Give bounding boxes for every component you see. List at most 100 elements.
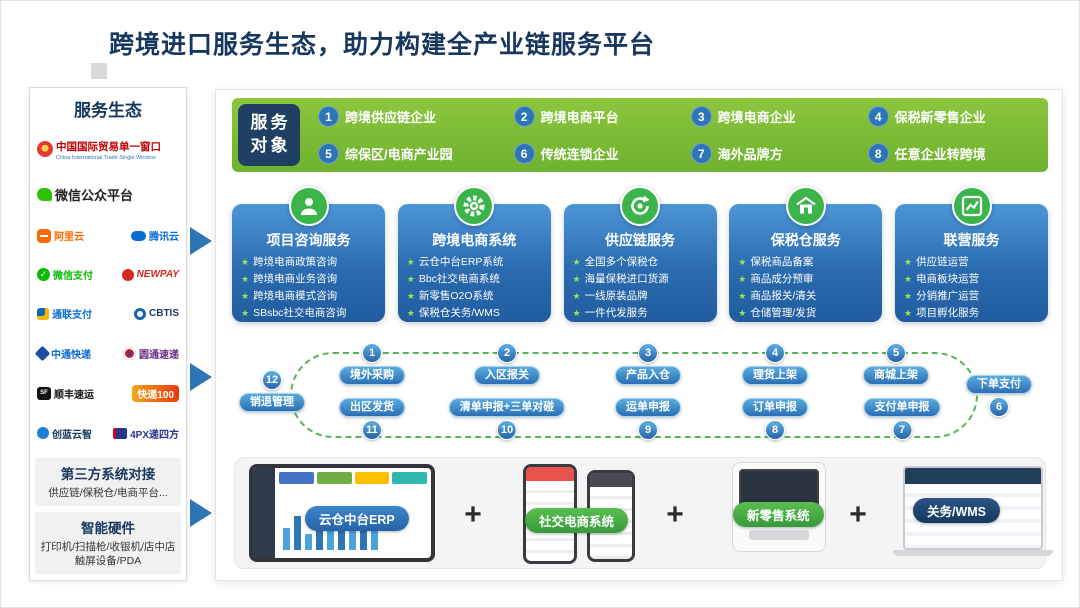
flow-step-outbound-shipping: 出区发货 11 (339, 398, 405, 440)
target-label: 任意企业转跨境 (894, 147, 986, 162)
service-targets-label-line2: 对象 (250, 136, 291, 155)
partner-wechat-pay: 微信支付 (37, 267, 93, 282)
step-number: 10 (497, 420, 517, 440)
4px-logo-icon (116, 427, 128, 439)
partner-row: 微信支付 NEWPAY (37, 267, 179, 282)
card-item-text: SBsbc社交电商咨询 (253, 307, 347, 320)
plus-icon: + (666, 498, 684, 531)
product-label-social-ecommerce: 社交电商系统 (525, 508, 629, 533)
target-number: 8 (867, 143, 889, 164)
partner-name: 通联支付 (52, 310, 92, 322)
sync-arrows-icon (620, 186, 660, 226)
target-item: 7 海外品牌方 (681, 143, 858, 164)
partner-kuaidi100: 快递100 (132, 384, 179, 402)
flow-step-list-declaration: 清单申报+三单对碰 10 (448, 398, 566, 440)
partner-name: 中通快递 (51, 349, 91, 361)
card-title: 联营服务 (943, 232, 1000, 248)
allinpay-logo-icon (37, 307, 49, 320)
step-number: 7 (892, 420, 912, 440)
partner-row: 中国国际贸易单一窗口 China International Trade Sin… (37, 137, 179, 161)
product-strip: 云仓中台ERP + 社交电商系统 + 新零售系统 + 关务/WMS (234, 457, 1053, 569)
star-icon: ★ (738, 257, 747, 267)
target-label: 保税新零售企业 (894, 110, 986, 125)
card-item-text: 跨境电商模式咨询 (253, 290, 338, 303)
sidebar-title: 服务生态 (74, 101, 142, 120)
service-targets-label: 服务 对象 (238, 104, 300, 166)
yto-logo-icon (123, 346, 136, 360)
smart-hardware-section: 智能硬件 打印机/扫描枪/收银机/店中店触屏设备/PDA (35, 511, 181, 574)
card-item: ★商品成分预审 (738, 271, 877, 288)
star-icon: ★ (904, 291, 913, 302)
aliyun-logo-icon (37, 228, 51, 243)
main-panel: 服务 对象 1 跨境供应链企业 2 跨境电商平台 3 跨境电商企业 4 (215, 89, 1063, 581)
partner-name: CBTIS (149, 308, 179, 320)
star-icon: ★ (572, 308, 581, 319)
wechat-logo-icon (37, 188, 52, 202)
card-item-text: 商品成分预审 (750, 273, 814, 286)
phone-header (526, 467, 574, 481)
gear-icon (454, 186, 495, 226)
chart-icon (951, 186, 992, 226)
card-item-text: 项目孵化服务 (916, 307, 980, 320)
card-item: ★全国多个保税仓 (573, 254, 712, 271)
star-icon: ★ (904, 257, 913, 267)
target-number: 2 (513, 106, 535, 127)
card-item-text: 海量保税进口货源 (584, 273, 669, 286)
card-item-text: 新零售O2O系统 (418, 290, 494, 303)
right-arrow-icon (190, 227, 212, 255)
star-icon: ★ (904, 274, 913, 285)
star-icon: ★ (406, 274, 415, 285)
target-number: 6 (513, 143, 535, 164)
step-label: 订单申报 (742, 398, 808, 417)
right-arrow-icon (190, 363, 212, 391)
target-item: 8 任意企业转跨境 (858, 143, 1044, 164)
partner-row: 微信公众平台 (37, 185, 179, 204)
card-item: ★Bbc社交电商系统 (407, 271, 546, 288)
step-number: 6 (989, 397, 1009, 417)
target-label: 海外品牌方 (717, 147, 783, 162)
partner-aliyun: 阿里云 (37, 228, 84, 243)
third-party-section: 第三方系统对接 供应链/保税仓/电商平台... (35, 457, 181, 506)
service-targets-grid: 1 跨境供应链企业 2 跨境电商平台 3 跨境电商企业 4 保税新零售企业 5 (308, 98, 1044, 172)
page-title: 跨境进口服务生态，助力构建全产业链服务平台 (109, 31, 656, 59)
partner-logo-list: 中国国际贸易单一窗口 China International Trade Sin… (30, 123, 186, 455)
target-label: 跨境供应链企业 (345, 110, 437, 125)
card-item: ★跨境电商政策咨询 (241, 254, 380, 271)
step-number: 9 (638, 420, 658, 440)
target-number: 3 (690, 106, 712, 127)
card-item: ★分销推广运营 (904, 288, 1043, 305)
card-item-text: 仓储管理/发货 (750, 307, 817, 320)
partner-allinpay: 通联支付 (37, 306, 92, 321)
star-icon: ★ (406, 291, 415, 302)
plus-icon: + (849, 498, 867, 531)
target-number: 1 (318, 106, 339, 127)
star-icon: ★ (572, 274, 581, 285)
partner-row: 中通快递 圆通速递 (34, 345, 179, 361)
star-icon: ★ (738, 308, 747, 319)
target-label: 综保区/电商产业园 (345, 147, 453, 162)
partner-single-window: 中国国际贸易单一窗口 China International Trade Sin… (37, 137, 161, 161)
third-party-title: 第三方系统对接 (60, 466, 156, 482)
target-label: 传统连锁企业 (540, 147, 619, 162)
star-icon: ★ (406, 257, 415, 267)
service-card-ecommerce-system: 跨境电商系统 ★云仓中台ERP系统 ★Bbc社交电商系统 ★新零售O2O系统 ★… (397, 186, 551, 322)
partner-name: 微信支付 (53, 271, 93, 283)
target-item: 2 跨境电商平台 (504, 106, 681, 127)
partner-name: 创蓝云智 (52, 429, 92, 441)
step-label: 商城上架 (863, 366, 929, 385)
card-item: ★一件代发服务 (573, 305, 712, 322)
card-item-text: 云仓中台ERP系统 (418, 256, 504, 268)
card-item: ★跨境电商业务咨询 (241, 271, 380, 288)
star-icon: ★ (241, 274, 250, 285)
partner-newpay: NEWPAY (121, 268, 179, 281)
star-icon: ★ (406, 308, 415, 319)
partner-yto: 圆通速递 (123, 346, 179, 361)
card-item: ★项目孵化服务 (904, 305, 1043, 322)
step-label: 境外采购 (339, 366, 405, 385)
target-label: 跨境电商平台 (540, 110, 619, 125)
smart-hardware-title: 智能硬件 (81, 520, 135, 536)
card-item-text: 跨境电商业务咨询 (253, 273, 338, 286)
partner-cbtis: CBTIS (134, 307, 179, 320)
card-title: 项目咨询服务 (266, 232, 351, 248)
star-icon: ★ (738, 291, 747, 302)
